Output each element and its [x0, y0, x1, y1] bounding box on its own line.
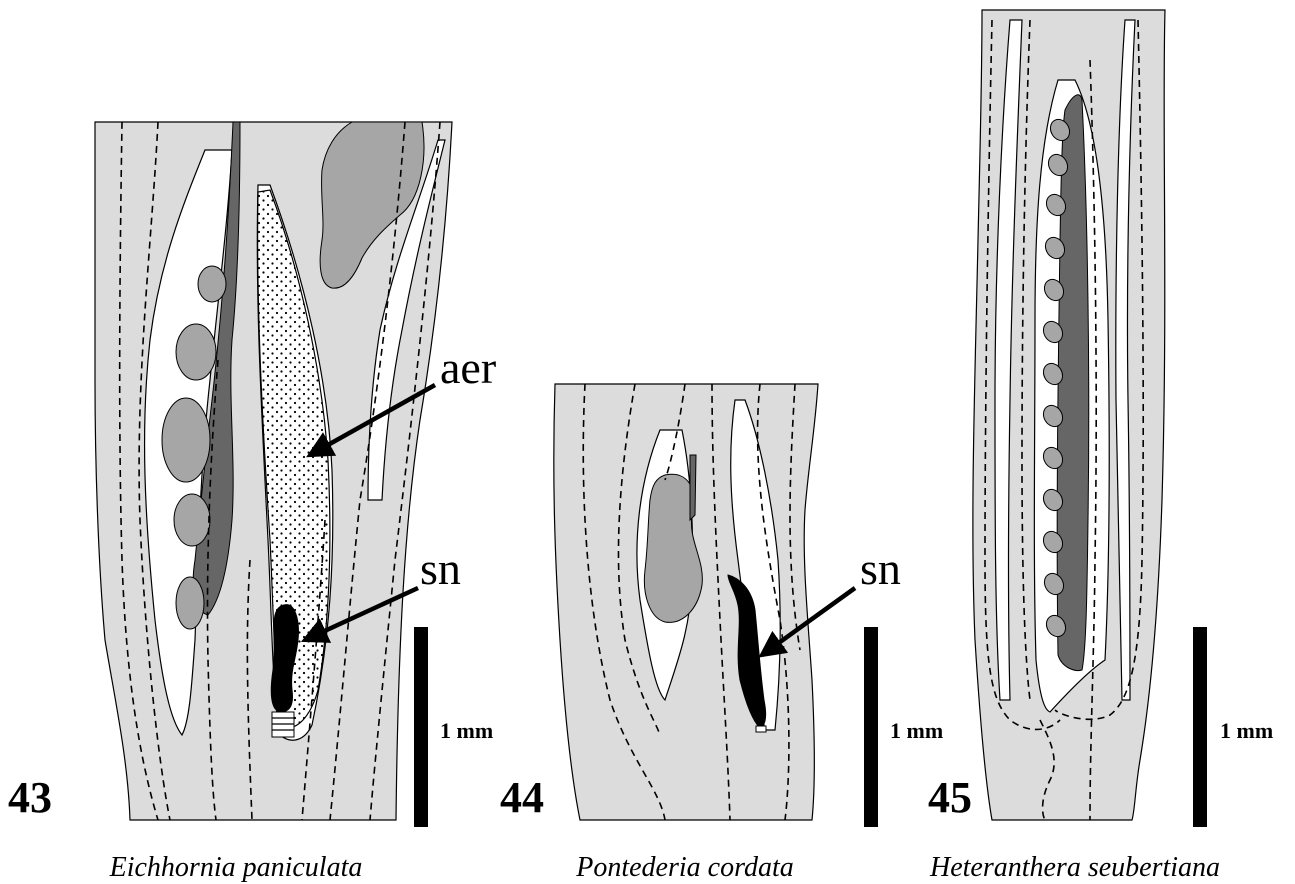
panel-43: aer sn 1 mm 43 Eichhornia paniculata: [8, 122, 496, 883]
ovule-43-2: [176, 324, 216, 380]
scale-bar-45: [1193, 627, 1207, 827]
species-name-44: Pontederia cordata: [575, 852, 793, 883]
scale-bar-43: [414, 627, 428, 827]
ovule-43-5: [176, 577, 204, 629]
figure-number-44: 44: [500, 773, 544, 822]
ovule-43-3: [162, 398, 210, 482]
species-name-43: Eichhornia paniculata: [109, 852, 363, 883]
scale-label-45: 1 mm: [1220, 718, 1273, 743]
placenta-44: [690, 455, 696, 520]
scale-label-44: 1 mm: [890, 718, 943, 743]
ovule-43-1: [198, 266, 226, 302]
figure-number-43: 43: [8, 773, 52, 822]
panel-45: 1 mm 45 Heteranthera seubertiana: [928, 10, 1273, 883]
label-aer: aer: [440, 342, 496, 393]
panel-44: sn 1 mm 44 Pontederia cordata: [500, 384, 943, 883]
scale-bar-44: [864, 627, 878, 827]
scale-label-43: 1 mm: [440, 718, 493, 743]
ovule-43-4: [174, 494, 210, 546]
label-sn-44: sn: [860, 543, 901, 594]
figure-number-45: 45: [928, 773, 972, 822]
nectary-base-43: [272, 712, 294, 737]
label-sn-43: sn: [420, 543, 461, 594]
nectary-base-44: [756, 726, 766, 732]
species-name-45: Heteranthera seubertiana: [929, 852, 1220, 883]
